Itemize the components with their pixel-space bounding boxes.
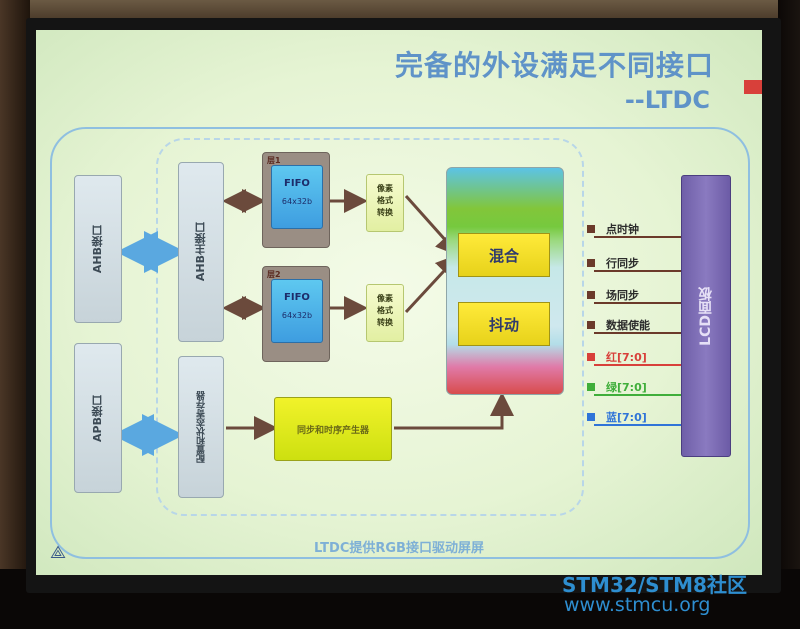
config-registers-label: 配置和状态寄存器 xyxy=(196,391,207,463)
sync-to-stack-arrow xyxy=(394,392,514,430)
conv1-line3: 转换 xyxy=(377,208,393,217)
conv1-line2: 格式 xyxy=(377,196,393,205)
signal-label-0: 点时钟 xyxy=(606,223,639,236)
slide-title: 完备的外设满足不同接口 xyxy=(394,49,714,82)
signal-label-1: 行同步 xyxy=(606,257,639,270)
lcd-panel-label: LCD面板 xyxy=(698,286,714,346)
slide-subtitle: --LTDC xyxy=(624,86,710,114)
conv2-line2: 格式 xyxy=(377,306,393,315)
signal-marker-5 xyxy=(587,383,595,391)
sync-timing-generator: 同步和时序产生器 xyxy=(274,397,392,461)
slide-caption: LTDC提供RGB接口驱动屏屏 xyxy=(314,541,484,556)
layer2-fifo-size: 64x32b xyxy=(281,311,313,320)
lcd-panel-block: LCD面板 xyxy=(681,175,731,457)
watermark-brand: STM32/STM8社区 xyxy=(562,573,747,597)
pixel-format-conv-2: 像素 格式 转换 xyxy=(366,284,404,342)
layer1-tag: 层1 xyxy=(267,156,281,165)
layer2-fifo-label: FIFO xyxy=(284,292,310,303)
st-logo-icon: ⟁ xyxy=(50,542,67,563)
conv2-line1: 像素 xyxy=(377,294,393,303)
presentation-slide: 完备的外设满足不同接口 --LTDC xyxy=(36,30,762,575)
signal-marker-4 xyxy=(587,353,595,361)
signal-line-6 xyxy=(594,424,682,426)
blend-block: 混合 xyxy=(458,233,550,277)
ahb-master-label: AHB主接口 xyxy=(194,222,207,282)
config-registers-block: 配置和状态寄存器 xyxy=(178,356,224,498)
signal-label-4: 红[7:0] xyxy=(606,351,647,364)
ltdc-outer-boundary xyxy=(50,127,750,559)
signal-label-6: 蓝[7:0] xyxy=(606,411,647,424)
signal-marker-6 xyxy=(587,413,595,421)
signal-label-2: 场同步 xyxy=(606,289,639,302)
layer2-tag: 层2 xyxy=(267,270,281,279)
ahb-interface-block: AHB接口 xyxy=(74,175,122,323)
signal-line-5 xyxy=(594,394,682,396)
signal-marker-3 xyxy=(587,321,595,329)
dither-block: 抖动 xyxy=(458,302,550,346)
slide-page-tab xyxy=(744,80,762,94)
ahb-interface-label: AHB接口 xyxy=(91,224,104,274)
layer1-block: 层1 FIFO 64x32b xyxy=(262,152,330,248)
pixel-format-conv-1: 像素 格式 转换 xyxy=(366,174,404,232)
layer1-fifo: FIFO 64x32b xyxy=(271,165,323,229)
apb-interface-label: APB接口 xyxy=(91,394,104,442)
signal-label-5: 绿[7:0] xyxy=(606,381,647,394)
blend-processing-stack xyxy=(446,167,564,395)
room-background-left xyxy=(0,0,30,629)
signal-line-4 xyxy=(594,364,682,366)
watermark-url: www.stmcu.org xyxy=(564,594,711,616)
signal-line-1 xyxy=(594,270,682,272)
ahb-master-block: AHB主接口 xyxy=(178,162,224,342)
signal-marker-0 xyxy=(587,225,595,233)
layer2-block: 层2 FIFO 64x32b xyxy=(262,266,330,362)
signal-marker-1 xyxy=(587,259,595,267)
layer1-fifo-label: FIFO xyxy=(284,178,310,189)
signal-line-3 xyxy=(594,332,682,334)
signal-marker-2 xyxy=(587,291,595,299)
apb-interface-block: APB接口 xyxy=(74,343,122,493)
layer2-fifo: FIFO 64x32b xyxy=(271,279,323,343)
signal-line-0 xyxy=(594,236,682,238)
layer1-fifo-size: 64x32b xyxy=(281,197,313,206)
conv2-line3: 转换 xyxy=(377,318,393,327)
signal-label-3: 数据使能 xyxy=(606,319,650,332)
signal-line-2 xyxy=(594,302,682,304)
room-background-right xyxy=(778,0,800,629)
ltdc-core-boundary xyxy=(156,138,584,516)
conv1-line1: 像素 xyxy=(377,184,393,193)
